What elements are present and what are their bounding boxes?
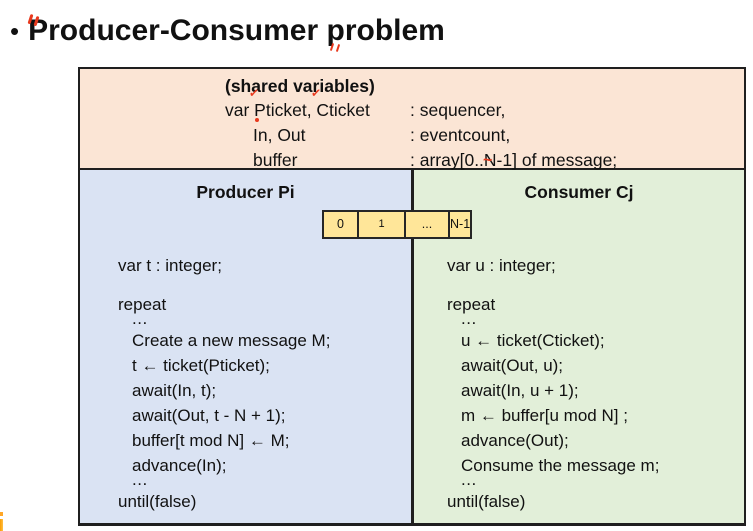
buffer-cell: ... <box>404 210 450 239</box>
shared-variable-type: : array[0..N-1] of message; <box>410 150 618 170</box>
code-line: await(Out, u); <box>461 356 564 375</box>
code-line: ... <box>461 309 477 328</box>
shared-variable-row: buffer : array[0..N-1] of message; <box>80 148 744 173</box>
code-line: await(In, t); <box>132 381 217 400</box>
code-line: Create a new message M; <box>132 331 331 350</box>
shared-variables-header: (shared variables) <box>225 76 375 96</box>
shared-variable-type: : eventcount, <box>410 125 511 145</box>
buffer-cell: 0 <box>322 210 359 239</box>
corner-mark-icon <box>0 512 3 516</box>
ink-dot-icon <box>255 118 259 122</box>
producer-header: Producer Pi <box>196 182 295 202</box>
code-line: m ← buffer[u mod N] ; <box>461 406 628 425</box>
code-line: ... <box>132 309 148 328</box>
code-line: ... <box>461 470 477 489</box>
consumer-header: Consumer Cj <box>524 182 634 202</box>
code-line: repeat <box>447 295 496 314</box>
page-title: Producer-Consumer problem <box>28 14 445 47</box>
code-line: buffer[t mod N] ← M; <box>132 431 290 450</box>
buffer-cell: 1 <box>357 210 406 239</box>
consumer-code: var u : integer; repeat ... u ← ticket(C… <box>414 253 744 514</box>
code-line: repeat <box>118 295 167 314</box>
code-line: await(Out, t - N + 1); <box>132 406 286 425</box>
shared-variable-names: var Pticket, Cticket <box>225 100 370 120</box>
shared-variable-names: In, Out <box>253 125 306 145</box>
code-line: Consume the message m; <box>461 456 660 475</box>
shared-variable-row: var Pticket, Cticket : sequencer, <box>80 98 744 123</box>
producer-consumer-table: (shared variables) var Pticket, Cticket … <box>78 67 746 526</box>
producer-code: var t : integer; repeat ... Create a new… <box>80 253 411 514</box>
code-line <box>447 278 744 292</box>
code-line: await(In, u + 1); <box>461 381 579 400</box>
corner-mark-icon <box>0 519 3 531</box>
shared-variable-row: In, Out : eventcount, <box>80 123 744 148</box>
code-line: advance(Out); <box>461 431 569 450</box>
code-line <box>118 278 411 292</box>
buffer-cell: N-1 <box>448 210 473 239</box>
buffer-array: 0 1 ... N-1 <box>322 210 473 239</box>
shared-variable-names: buffer <box>253 150 298 170</box>
code-line: ... <box>132 470 148 489</box>
code-line: u ← ticket(Cticket); <box>461 331 605 350</box>
title-bullet: • <box>10 16 20 46</box>
code-line: var t : integer; <box>118 256 222 275</box>
code-line: t ← ticket(Pticket); <box>132 356 270 375</box>
title-row: • Producer-Consumer problem <box>10 12 445 50</box>
shared-variable-type: : sequencer, <box>410 100 506 120</box>
code-line: advance(In); <box>132 456 227 475</box>
code-line: until(false) <box>118 492 197 511</box>
shared-variables-section: (shared variables) var Pticket, Cticket … <box>80 69 744 170</box>
code-line: until(false) <box>447 492 526 511</box>
code-line: var u : integer; <box>447 256 556 275</box>
shared-variables-rows: var Pticket, Cticket : sequencer, In, Ou… <box>80 98 744 173</box>
